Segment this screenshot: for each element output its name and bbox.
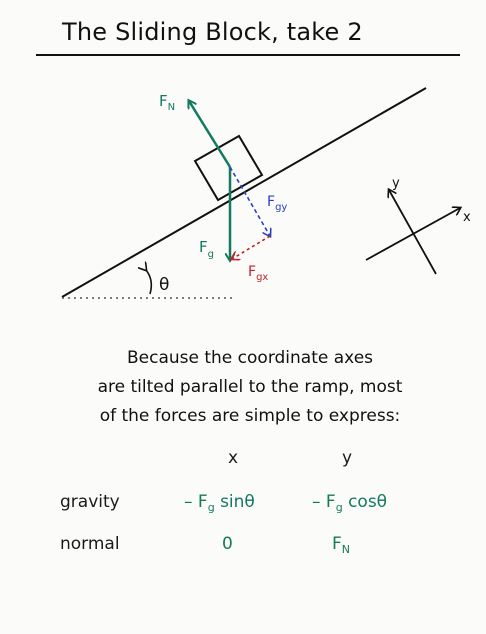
title-underline <box>36 54 460 56</box>
normal-force-label: FN <box>159 92 175 113</box>
gravity-y-component-arrow <box>229 166 270 236</box>
gravity-x-value: – Fg sinθ <box>184 492 255 514</box>
row-label-gravity: gravity <box>60 492 120 512</box>
page-title: The Sliding Block, take 2 <box>62 18 363 46</box>
angle-label: θ <box>159 275 169 295</box>
y-axis-arrow <box>389 190 437 275</box>
gravity-x-component-arrow <box>232 235 271 259</box>
y-axis-label: y <box>392 176 400 191</box>
table-header-x: x <box>228 448 239 468</box>
normal-y-value: FN <box>332 534 351 556</box>
normal-force-arrow <box>189 101 232 168</box>
block <box>193 134 264 202</box>
row-label-normal: normal <box>60 534 120 554</box>
table-header-y: y <box>342 448 353 468</box>
gravity-label: Fg <box>199 238 214 260</box>
gravity-x-label: Fgx <box>248 264 268 283</box>
gravity-y-label: Fgy <box>267 194 287 213</box>
paragraph-line: are tilted parallel to the ramp, most <box>97 377 403 397</box>
explanation-paragraph: Because the coordinate axes are tilted p… <box>60 344 440 431</box>
paragraph-line: Because the coordinate axes <box>126 348 374 368</box>
paragraph-line: of the forces are simple to express: <box>99 406 401 426</box>
x-axis-label: x <box>463 210 471 225</box>
angle-arc <box>146 270 153 295</box>
normal-x-value: 0 <box>222 534 233 554</box>
gravity-y-value: – Fg cosθ <box>312 492 388 514</box>
